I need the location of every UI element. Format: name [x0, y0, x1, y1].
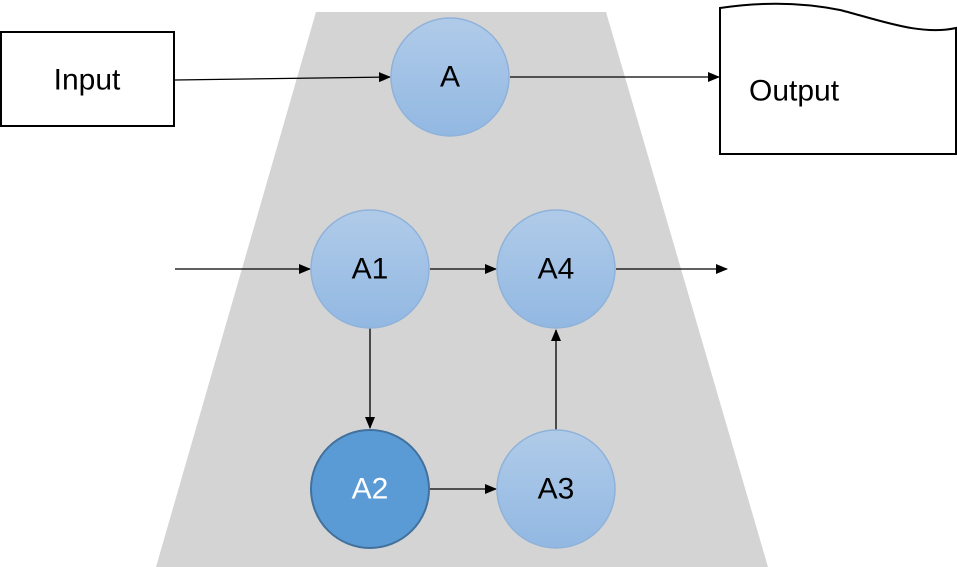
- node-a1: A1: [310, 209, 430, 329]
- node-a3-label: A3: [538, 473, 575, 506]
- subprocess-trapezoid: [156, 12, 768, 567]
- node-a-label: A: [440, 61, 460, 94]
- node-a: A: [390, 17, 510, 137]
- input-box: Input: [0, 31, 175, 127]
- output-label: Output: [749, 75, 840, 108]
- node-a2-label: A2: [352, 473, 389, 506]
- input-label: Input: [54, 64, 121, 97]
- node-a4: A4: [496, 209, 616, 329]
- node-a2: A2: [310, 429, 430, 549]
- node-a1-label: A1: [352, 253, 389, 286]
- node-a3: A3: [496, 429, 616, 549]
- node-a4-label: A4: [538, 253, 575, 286]
- output-document: Output: [719, 2, 957, 155]
- edge-input-to-a: [174, 72, 391, 83]
